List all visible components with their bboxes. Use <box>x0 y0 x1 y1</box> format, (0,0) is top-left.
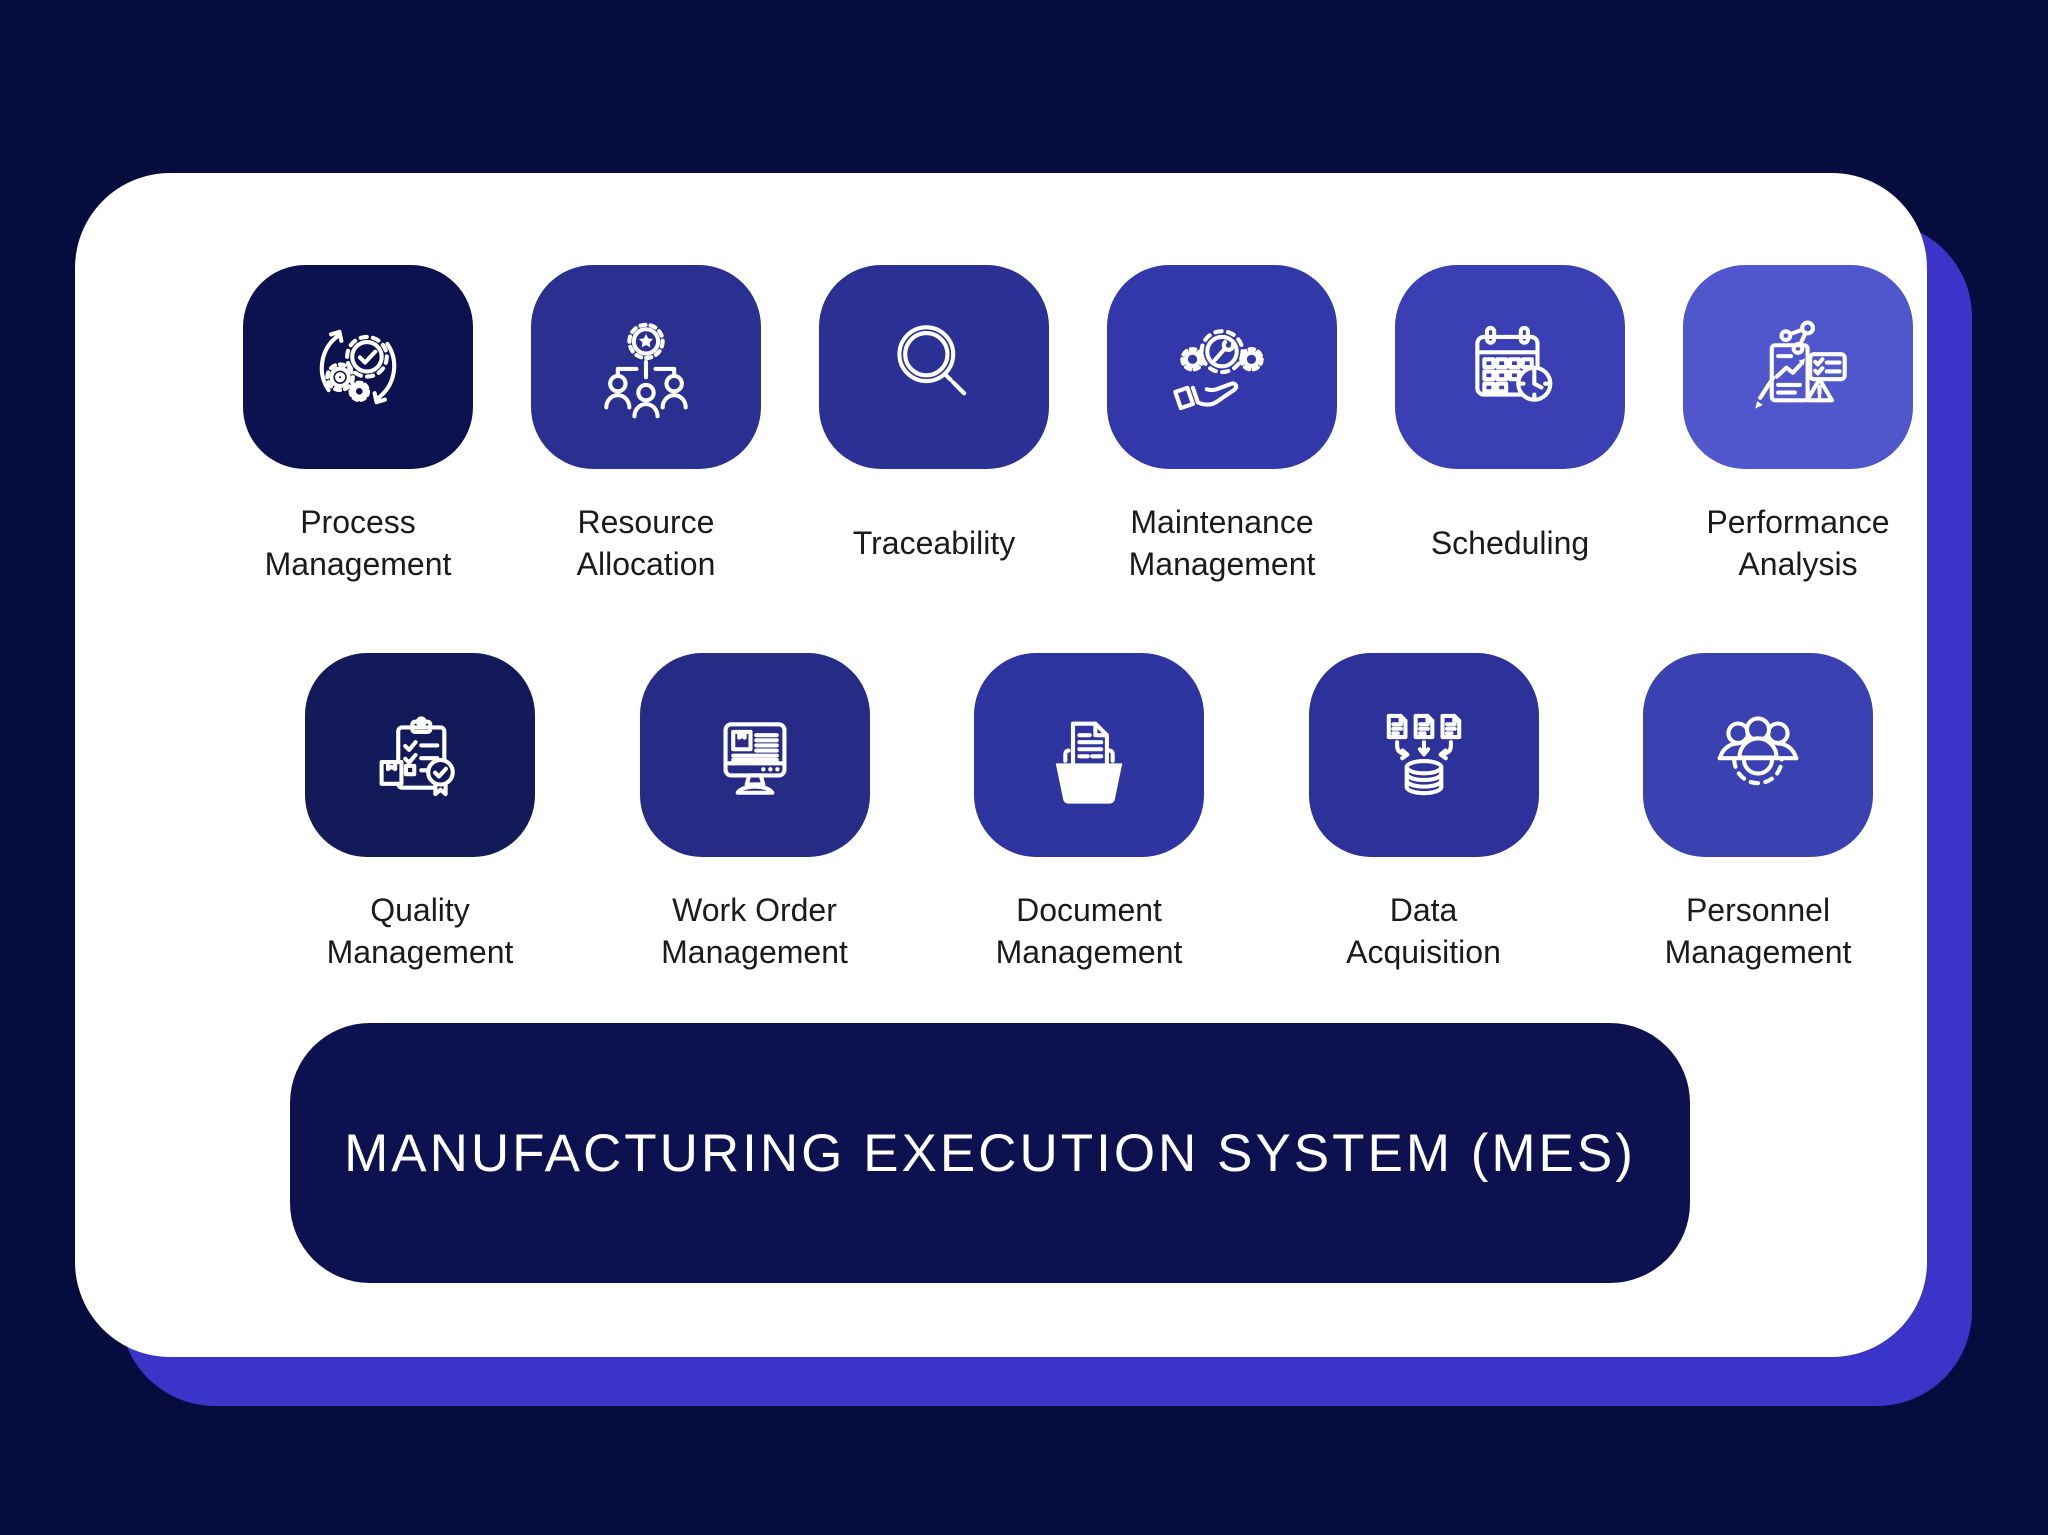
work-order-management-label: Work Order Management <box>661 891 848 970</box>
data-acquisition-icon <box>1386 713 1461 796</box>
traceability-tile <box>819 265 1049 469</box>
process-management-tile <box>243 265 473 469</box>
document-management-icon <box>1055 721 1123 804</box>
maintenance-management-label: Maintenance Management <box>1128 503 1316 582</box>
resource-allocation-label: Resource Allocation <box>576 503 716 582</box>
process-management-label: Process Management <box>264 503 452 582</box>
data-acquisition-label: Data Acquisition <box>1346 891 1501 970</box>
work-order-management-icon <box>723 722 786 795</box>
tile-row-1: Process Management <box>243 265 1913 589</box>
feature-resource-allocation: Resource Allocation <box>531 265 761 589</box>
feature-data-acquisition: Data Acquisition <box>1308 653 1539 977</box>
scheduling-tile <box>1395 265 1625 469</box>
tile-row-2: Quality Management <box>305 653 1873 977</box>
process-management-icon <box>319 329 397 405</box>
document-management-tile <box>974 653 1204 857</box>
performance-analysis-tile <box>1683 265 1913 469</box>
feature-process-management: Process Management <box>243 265 473 589</box>
document-management-label: Document Management <box>995 891 1183 970</box>
personnel-management-label: Personnel Management <box>1664 891 1852 970</box>
feature-maintenance-management: Maintenance Management <box>1107 265 1337 589</box>
feature-personnel-management: Personnel Management <box>1643 653 1873 977</box>
scheduling-label: Scheduling <box>1430 524 1590 561</box>
quality-management-tile <box>305 653 535 857</box>
resource-allocation-icon <box>604 322 688 419</box>
feature-scheduling: Scheduling <box>1395 265 1625 589</box>
quality-management-label: Quality Management <box>326 891 514 970</box>
data-acquisition-tile <box>1308 653 1539 857</box>
content-card: Process Management <box>75 173 1927 1357</box>
maintenance-management-tile <box>1107 265 1337 469</box>
feature-performance-analysis: Performance Analysis <box>1683 265 1913 589</box>
work-order-management-tile <box>639 653 870 857</box>
mes-banner: MANUFACTURING EXECUTION SYSTEM (MES) <box>290 1023 1690 1283</box>
feature-quality-management: Quality Management <box>305 653 535 977</box>
personnel-management-icon <box>1717 716 1799 786</box>
traceability-label: Traceability <box>852 524 1016 561</box>
traceability-icon <box>897 325 967 396</box>
quality-management-icon <box>379 716 455 797</box>
maintenance-management-icon <box>1173 329 1264 411</box>
feature-document-management: Document Management <box>974 653 1204 977</box>
scheduling-icon <box>1475 325 1553 402</box>
mes-banner-title: MANUFACTURING EXECUTION SYSTEM (MES) <box>344 1123 1636 1183</box>
personnel-management-tile <box>1643 653 1873 857</box>
performance-analysis-label: Performance Analysis <box>1706 503 1890 582</box>
performance-analysis-icon <box>1755 320 1847 409</box>
resource-allocation-tile <box>531 265 761 469</box>
feature-traceability: Traceability <box>819 265 1049 589</box>
feature-work-order-management: Work Order Management <box>639 653 870 977</box>
